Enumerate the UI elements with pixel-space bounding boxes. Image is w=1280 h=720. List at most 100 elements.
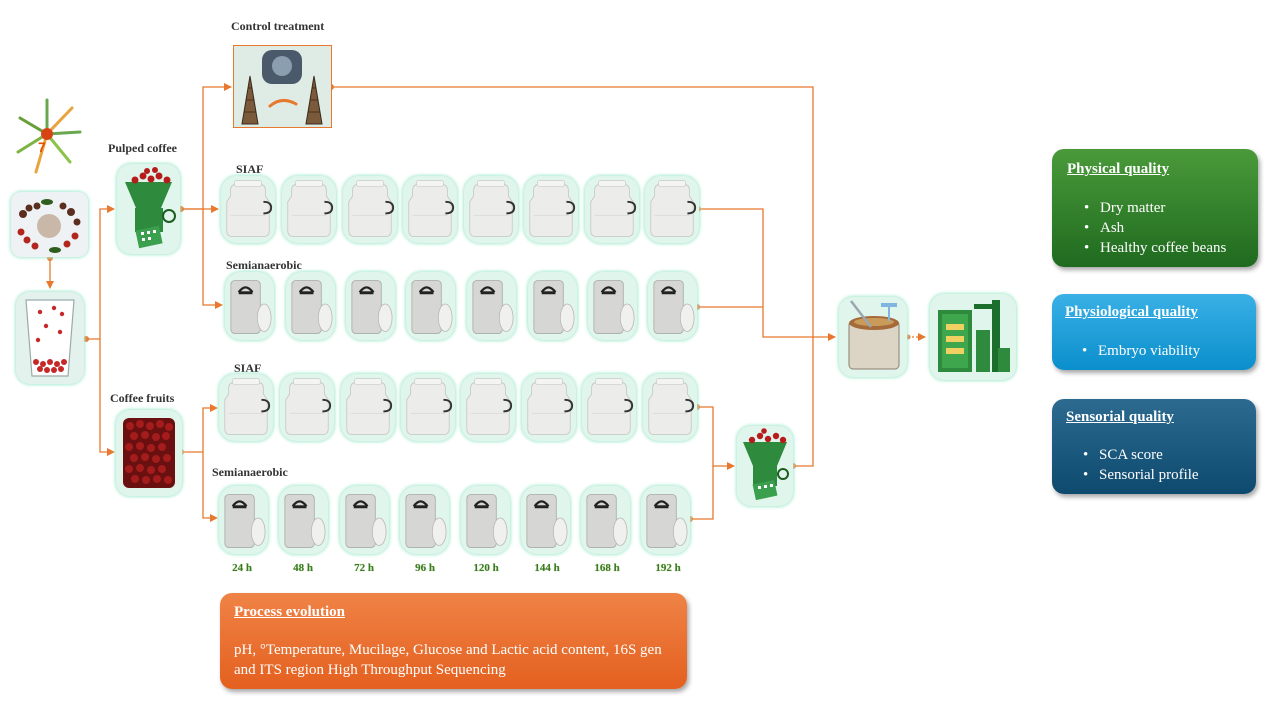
semianaerobic-drum-icon bbox=[411, 280, 453, 334]
siaf-drum bbox=[343, 176, 397, 243]
semianaerobic-drum-icon bbox=[345, 494, 387, 548]
semianaerobic-drum bbox=[521, 486, 570, 554]
siaf-drum bbox=[282, 176, 336, 243]
semianaerobic-drum bbox=[406, 272, 455, 340]
semianaerobic-drum bbox=[400, 486, 449, 554]
siaf-drum-icon bbox=[587, 378, 634, 435]
physical-quality-list: Dry matter Ash Healthy coffee beans bbox=[1068, 198, 1226, 258]
semianaerobic-fruits-label: Semianaerobic bbox=[212, 465, 288, 479]
list-item: Healthy coffee beans bbox=[1084, 238, 1226, 258]
hour-label: 144 h bbox=[534, 562, 560, 574]
siaf-drum-icon bbox=[590, 180, 637, 237]
semianaerobic-drum-icon bbox=[291, 280, 333, 334]
semianaerobic-drum bbox=[286, 272, 335, 340]
siaf-drum bbox=[219, 374, 273, 441]
semianaerobic-drum bbox=[648, 272, 697, 340]
svg-text:7: 7 bbox=[38, 139, 46, 155]
semianaerobic-drum-icon bbox=[351, 280, 393, 334]
siaf-drum-icon bbox=[406, 378, 453, 435]
siaf-drum bbox=[341, 374, 395, 441]
hour-label: 24 h bbox=[232, 562, 252, 574]
semianaerobic-drum bbox=[581, 486, 630, 554]
semianaerobic-drum-icon bbox=[405, 494, 447, 548]
siaf-drum-icon bbox=[527, 378, 574, 435]
semianaerobic-drum-icon bbox=[586, 494, 628, 548]
physiological-quality-title: Physiological quality bbox=[1065, 304, 1198, 320]
siaf-fruits-label: SIAF bbox=[234, 361, 262, 375]
hour-label: 120 h bbox=[473, 562, 499, 574]
siaf-drum bbox=[522, 374, 576, 441]
physiological-quality-list: Embryo viability bbox=[1066, 341, 1200, 361]
process-evolution-box: Process evolution pH, °Temperature, Muci… bbox=[220, 593, 687, 689]
siaf-drum-icon bbox=[648, 378, 695, 435]
semianaerobic-drum bbox=[461, 486, 510, 554]
siaf-drum bbox=[401, 374, 455, 441]
semianaerobic-drum-icon bbox=[653, 280, 695, 334]
semianaerobic-drum-icon bbox=[466, 494, 508, 548]
siaf-drum-icon bbox=[466, 378, 513, 435]
physiological-quality-box: Physiological quality Embryo viability bbox=[1052, 294, 1256, 370]
pulped-coffee-label: Pulped coffee bbox=[108, 141, 177, 155]
hour-label: 192 h bbox=[655, 562, 681, 574]
semianaerobic-drum-icon bbox=[533, 280, 575, 334]
semianaerobic-drum bbox=[225, 272, 274, 340]
semianaerobic-drum-icon bbox=[230, 280, 272, 334]
siaf-drum-icon bbox=[650, 180, 697, 237]
physical-quality-title: Physical quality bbox=[1067, 161, 1170, 177]
siaf-drum bbox=[403, 176, 457, 243]
coffee-fruits-label: Coffee fruits bbox=[110, 391, 175, 405]
siaf-drum bbox=[280, 374, 334, 441]
siaf-drum bbox=[524, 176, 578, 243]
semianaerobic-drum bbox=[346, 272, 395, 340]
siaf-drum bbox=[461, 374, 515, 441]
siaf-pulped-label: SIAF bbox=[236, 162, 264, 176]
semianaerobic-drum-icon bbox=[472, 280, 514, 334]
pulper-machine-fruits-image bbox=[737, 426, 793, 506]
list-item: Dry matter bbox=[1084, 198, 1226, 218]
semianaerobic-drum-icon bbox=[646, 494, 688, 548]
sensorial-quality-list: SCA score Sensorial profile bbox=[1067, 445, 1199, 485]
hour-label: 48 h bbox=[293, 562, 313, 574]
physical-quality-box: Physical quality Dry matter Ash Healthy … bbox=[1052, 149, 1258, 267]
washing-tank-image bbox=[839, 297, 907, 377]
semianaerobic-drum bbox=[219, 486, 268, 554]
siaf-drum-icon bbox=[469, 180, 516, 237]
control-treatment-label: Control treatment bbox=[231, 19, 325, 33]
siaf-drum bbox=[221, 176, 275, 243]
semianaerobic-drum bbox=[641, 486, 690, 554]
siaf-drum-icon bbox=[346, 378, 393, 435]
siaf-drum-icon bbox=[226, 180, 273, 237]
siaf-drum bbox=[643, 374, 697, 441]
siaf-drum-icon bbox=[529, 180, 576, 237]
semianaerobic-pulped-label: Semianaerobic bbox=[226, 258, 302, 272]
dryer-machine-image bbox=[930, 294, 1016, 380]
semianaerobic-drum bbox=[588, 272, 637, 340]
semianaerobic-drum bbox=[340, 486, 389, 554]
semianaerobic-drum-icon bbox=[526, 494, 568, 548]
hour-label: 96 h bbox=[415, 562, 435, 574]
semianaerobic-drum-icon bbox=[284, 494, 326, 548]
hour-label: 72 h bbox=[354, 562, 374, 574]
semianaerobic-drum bbox=[467, 272, 516, 340]
hour-label: 168 h bbox=[594, 562, 620, 574]
semianaerobic-drum bbox=[279, 486, 328, 554]
siaf-drum-icon bbox=[285, 378, 332, 435]
siaf-drum-icon bbox=[224, 378, 271, 435]
logo-icon: 7 bbox=[16, 98, 82, 174]
siaf-drum-icon bbox=[287, 180, 334, 237]
flotation-tank-image bbox=[16, 292, 84, 384]
siaf-drum bbox=[585, 176, 639, 243]
siaf-drum-icon bbox=[348, 180, 395, 237]
semianaerobic-drum bbox=[528, 272, 577, 340]
control-treatment-image bbox=[233, 45, 332, 128]
sensorial-quality-title: Sensorial quality bbox=[1066, 409, 1174, 425]
list-item: Embryo viability bbox=[1082, 341, 1200, 361]
list-item: SCA score bbox=[1083, 445, 1199, 465]
cherries-tray-image bbox=[116, 410, 182, 496]
siaf-drum bbox=[464, 176, 518, 243]
siaf-drum-icon bbox=[408, 180, 455, 237]
sensorial-quality-box: Sensorial quality SCA score Sensorial pr… bbox=[1052, 399, 1256, 494]
list-item: Sensorial profile bbox=[1083, 465, 1199, 485]
coffee-branch-image bbox=[11, 192, 88, 257]
process-evolution-title: Process evolution bbox=[234, 604, 345, 620]
